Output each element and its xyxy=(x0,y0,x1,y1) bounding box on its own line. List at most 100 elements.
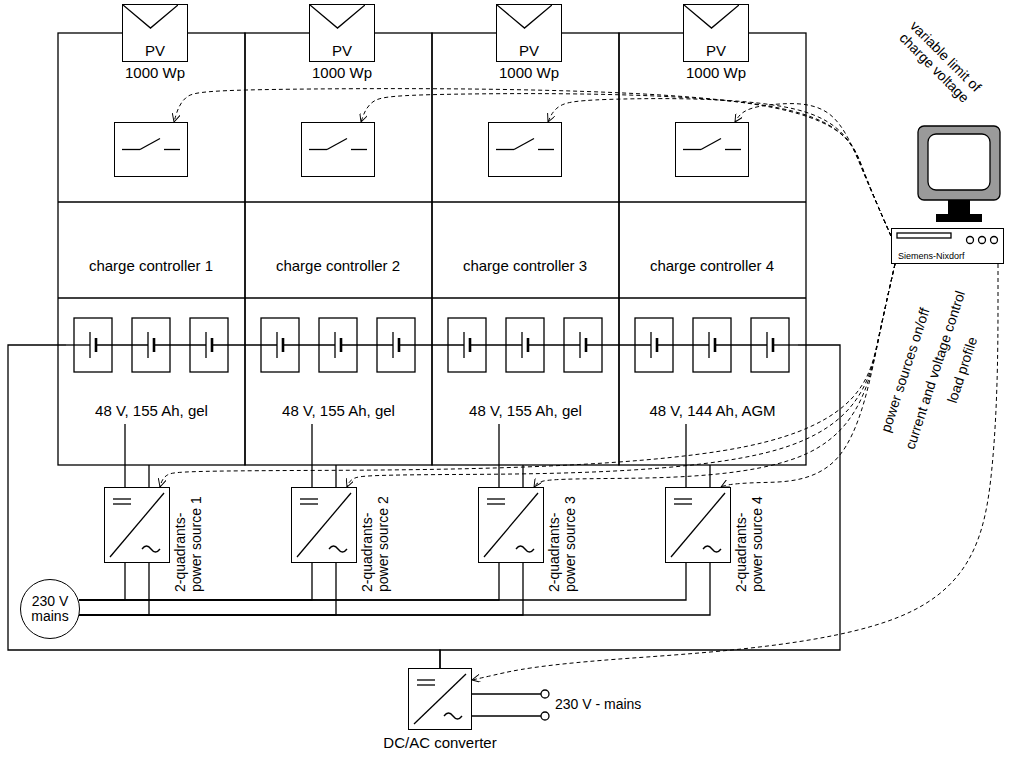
mains-circle: 230 V mains xyxy=(20,579,80,639)
power-wire xyxy=(440,345,840,668)
computer-unit: Siemens-Nixdorf xyxy=(891,228,1004,264)
source-label: 2-quadrants- power source 2 xyxy=(359,486,391,592)
dcac-symbol xyxy=(674,498,692,499)
converter-label: DC/AC converter xyxy=(383,734,496,751)
switch-symbol xyxy=(514,139,534,150)
dcac-symbol xyxy=(484,493,538,557)
control-arrow xyxy=(347,264,895,487)
battery-label: 48 V, 155 Ah, gel xyxy=(282,402,395,419)
source-label: 2-quadrants- power source 1 xyxy=(172,486,204,592)
panel-label: PV xyxy=(310,42,374,59)
switch-symbol xyxy=(683,149,701,150)
bus-wire xyxy=(470,344,522,345)
dcac-symbol xyxy=(674,503,692,504)
monitor-screen xyxy=(928,134,990,190)
dc-wire xyxy=(522,465,523,487)
button-dot xyxy=(967,237,974,244)
dcac-symbol xyxy=(703,546,721,552)
dcac-symbol xyxy=(516,546,534,552)
terminal-label: 230 V - mains xyxy=(555,696,641,712)
dcac-symbol xyxy=(671,493,725,557)
power-rating: 1000 Wp xyxy=(686,64,746,81)
dcac-symbol xyxy=(142,546,160,552)
switch-symbol xyxy=(701,139,721,150)
dc-wire xyxy=(335,465,336,487)
power-wire xyxy=(79,563,125,600)
charge-controller: charge controller 3 xyxy=(488,122,562,177)
control-arrow xyxy=(534,264,895,487)
bus-wire xyxy=(528,344,580,345)
monitor-foot xyxy=(936,214,982,222)
power-source: 2-quadrants- power source 1 xyxy=(104,487,170,563)
signal-label: variable limit of charge voltage xyxy=(883,5,998,120)
charge-controller: charge controller 4 xyxy=(675,122,749,177)
dcac-symbol xyxy=(417,679,435,680)
ac-wire xyxy=(75,563,523,615)
bus-wire xyxy=(66,344,90,345)
source-label: 2-quadrants- power source 3 xyxy=(546,486,578,592)
panel-symbol xyxy=(310,5,365,28)
battery-bank: 48 V, 155 Ah, gel xyxy=(253,308,424,424)
bus-wire xyxy=(399,344,464,345)
control-arrow xyxy=(160,264,895,487)
terminal-dot xyxy=(541,690,549,698)
controller-label: charge controller 2 xyxy=(276,257,400,274)
power-wire xyxy=(311,424,312,487)
power-wire xyxy=(498,424,499,487)
control-arrow xyxy=(361,94,891,236)
bus-wire xyxy=(212,344,277,345)
bus-wire xyxy=(715,344,767,345)
panel-symbol xyxy=(684,5,739,28)
switch-symbol xyxy=(164,149,180,150)
button-dot xyxy=(991,237,998,244)
controller-label: charge controller 3 xyxy=(463,257,587,274)
control-arrow xyxy=(174,89,891,236)
source-label: 2-quadrants- power source 4 xyxy=(733,486,765,592)
battery-label: 48 V, 155 Ah, gel xyxy=(95,402,208,419)
switch-symbol xyxy=(327,139,347,150)
dcac-symbol xyxy=(300,498,318,499)
divider-line xyxy=(58,201,245,202)
switch-symbol xyxy=(496,149,514,150)
button-dot xyxy=(979,237,986,244)
bus-wire xyxy=(773,344,798,345)
control-arrow xyxy=(472,264,998,680)
switch-symbol xyxy=(725,149,741,150)
output-wire xyxy=(472,693,541,694)
dcac-symbol xyxy=(110,493,164,557)
output-wire xyxy=(472,715,541,716)
power-source: 2-quadrants- power source 2 xyxy=(291,487,357,563)
ac-wire xyxy=(75,563,336,615)
control-arrow xyxy=(735,104,891,236)
dcac-symbol xyxy=(444,713,462,719)
divider-line xyxy=(58,297,245,298)
charge-controller: charge controller 2 xyxy=(301,122,375,177)
ac-wire xyxy=(75,563,149,615)
power-rating: 1000 Wp xyxy=(499,64,559,81)
dcac-symbol xyxy=(113,498,131,499)
pv-panel: PV1000 Wp xyxy=(683,4,749,62)
battery-bank: 48 V, 155 Ah, gel xyxy=(440,308,611,424)
panel-label: PV xyxy=(123,42,187,59)
mains-label: 230 V mains xyxy=(25,594,75,625)
switch-symbol xyxy=(140,139,160,150)
ac-wire xyxy=(75,563,710,615)
dc-wire xyxy=(148,465,149,487)
panel-label: PV xyxy=(684,42,748,59)
column-frame xyxy=(619,33,806,465)
power-source: 2-quadrants- power source 3 xyxy=(478,487,544,563)
pv-panel: PV1000 Wp xyxy=(122,4,188,62)
monitor-stand xyxy=(948,200,970,214)
dcac-symbol xyxy=(300,503,318,504)
bus-wire xyxy=(154,344,206,345)
power-wire xyxy=(79,563,499,600)
divider-line xyxy=(245,297,432,298)
panel-symbol xyxy=(123,5,178,28)
switch-symbol xyxy=(538,149,554,150)
power-source: 2-quadrants- power source 4 xyxy=(665,487,731,563)
switch-symbol xyxy=(122,149,140,150)
divider-line xyxy=(619,201,806,202)
charge-controller: charge controller 1 xyxy=(114,122,188,177)
